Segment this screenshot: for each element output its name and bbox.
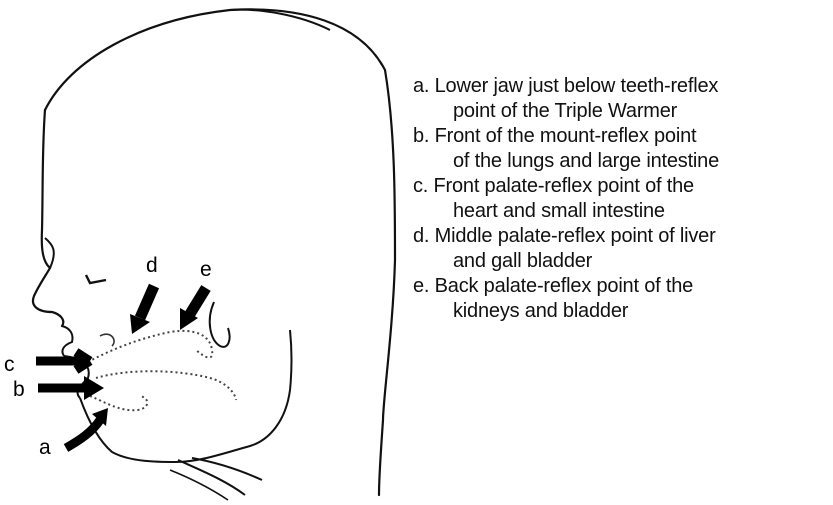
label-e: e xyxy=(200,258,212,281)
inner-mouth xyxy=(100,334,114,346)
arrow-a xyxy=(66,420,100,448)
arrow-d xyxy=(140,286,154,318)
legend-item-b-line1: b. Front of the mount-reflex point xyxy=(413,125,696,147)
legend-item-c: c. Front palate-reflex point of the hear… xyxy=(413,174,831,224)
upper-lip xyxy=(62,326,73,356)
palate-dotted xyxy=(88,331,212,362)
tongue-dotted xyxy=(96,371,236,400)
legend-item-e-line2: kidneys and bladder xyxy=(433,299,831,324)
label-d: d xyxy=(146,254,158,277)
face-profile xyxy=(33,110,63,326)
eye xyxy=(86,275,106,283)
legend-item-d-line2: and gall bladder xyxy=(433,249,831,274)
neck-line-3 xyxy=(170,470,228,500)
legend-item-c-line2: heart and small intestine xyxy=(433,199,831,224)
label-c: c xyxy=(4,353,15,376)
legend-item-a-line1: a. Lower jaw just below teeth-reflex xyxy=(413,75,718,97)
arrow-b-head xyxy=(84,376,104,400)
legend-item-d: d. Middle palate-reflex point of liver a… xyxy=(413,224,831,274)
legend-item-b-line2: of the lungs and large intestine xyxy=(433,149,831,174)
arrow-e xyxy=(190,288,206,314)
ear xyxy=(210,302,230,347)
neck-line-2 xyxy=(192,458,262,480)
label-a: a xyxy=(39,436,51,459)
legend-item-a: a. Lower jaw just below teeth-reflex poi… xyxy=(413,74,831,124)
legend-item-c-line1: c. Front palate-reflex point of the xyxy=(413,175,694,197)
skull-back xyxy=(230,10,330,30)
legend-item-e-line1: e. Back palate-reflex point of the xyxy=(413,275,693,297)
legend-item-e: e. Back palate-reflex point of the kidne… xyxy=(413,274,831,324)
legend-item-d-line1: d. Middle palate-reflex point of liver xyxy=(413,225,716,247)
legend-item-a-line2: point of the Triple Warmer xyxy=(433,99,831,124)
label-b: b xyxy=(13,378,25,401)
legend-item-b: b. Front of the mount-reflex point of th… xyxy=(413,124,831,174)
legend-list: a. Lower jaw just below teeth-reflex poi… xyxy=(413,74,831,324)
lower-teeth-dotted xyxy=(90,396,147,410)
